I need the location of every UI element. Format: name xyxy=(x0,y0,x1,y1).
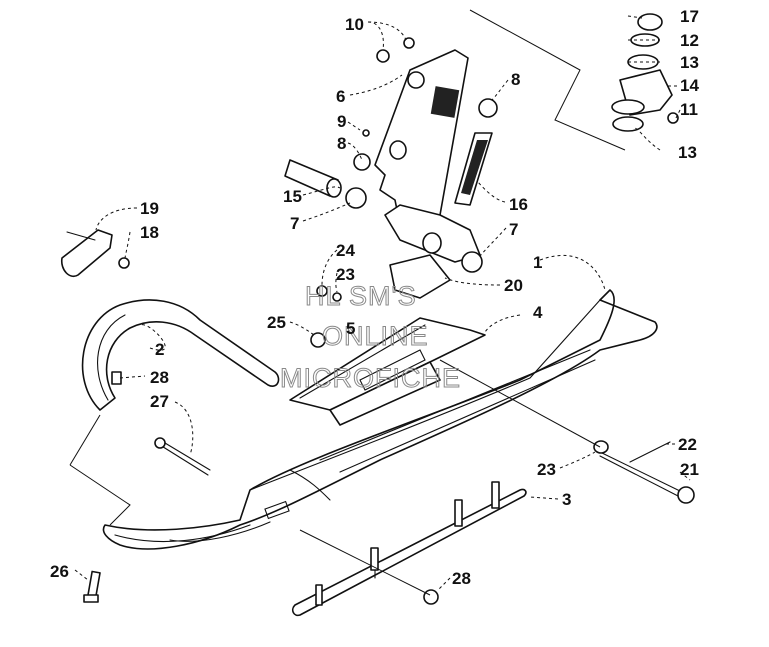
callout-4: 4 xyxy=(533,303,543,322)
callout-7-left: 7 xyxy=(290,214,299,233)
callout-14: 14 xyxy=(680,76,699,95)
callout-28-upper: 28 xyxy=(150,368,169,387)
callout-26: 26 xyxy=(50,562,69,581)
watermark-line-2: ONLINE xyxy=(322,321,429,351)
leader-lines xyxy=(69,9,691,596)
callout-6: 6 xyxy=(336,87,345,106)
callout-9: 9 xyxy=(337,112,346,131)
callout-18: 18 xyxy=(140,223,159,242)
callout-10: 10 xyxy=(345,15,364,34)
callout-15: 15 xyxy=(283,187,302,206)
callout-27: 27 xyxy=(150,392,169,411)
bracket xyxy=(60,229,130,277)
callout-19: 19 xyxy=(140,199,159,218)
watermark: HL SM'S ONLINE MICROFICHE xyxy=(280,281,461,394)
ski-body xyxy=(102,289,658,550)
callout-13-lower: 13 xyxy=(678,143,697,162)
callout-11: 11 xyxy=(680,100,698,119)
watermark-line-3: MICROFICHE xyxy=(280,363,461,393)
ski-saddle xyxy=(289,317,486,426)
callout-1: 1 xyxy=(533,253,542,272)
bushings xyxy=(284,98,498,273)
callout-21: 21 xyxy=(680,460,699,479)
callout-2: 2 xyxy=(155,340,164,359)
shim-wedge xyxy=(454,132,493,206)
steering-arm-assembly xyxy=(611,13,679,132)
spindle xyxy=(374,49,481,263)
callout-3: 3 xyxy=(562,490,571,509)
fasteners xyxy=(83,37,695,605)
callout-17: 17 xyxy=(680,7,699,26)
wear-bar xyxy=(292,481,527,617)
callout-8-right: 8 xyxy=(511,70,520,89)
callout-23-lower: 23 xyxy=(537,460,556,479)
callout-13-upper: 13 xyxy=(680,53,699,72)
callout-12: 12 xyxy=(680,31,699,50)
callout-24: 24 xyxy=(336,241,355,260)
callout-16: 16 xyxy=(509,195,528,214)
callout-25: 25 xyxy=(267,313,286,332)
ski-loop-handle xyxy=(81,299,280,411)
callout-labels: 10 6 9 8 15 7 8 16 7 1 20 4 24 23 25 5 2… xyxy=(50,7,699,588)
callout-28-lower: 28 xyxy=(452,569,471,588)
watermark-line-1: HL SM'S xyxy=(305,281,417,311)
pad xyxy=(389,254,451,299)
callout-8-left: 8 xyxy=(337,134,346,153)
callout-23-upper: 23 xyxy=(336,265,355,284)
callout-7-right: 7 xyxy=(509,220,518,239)
callout-22: 22 xyxy=(678,435,697,454)
callout-20: 20 xyxy=(504,276,523,295)
callout-5: 5 xyxy=(346,319,355,338)
